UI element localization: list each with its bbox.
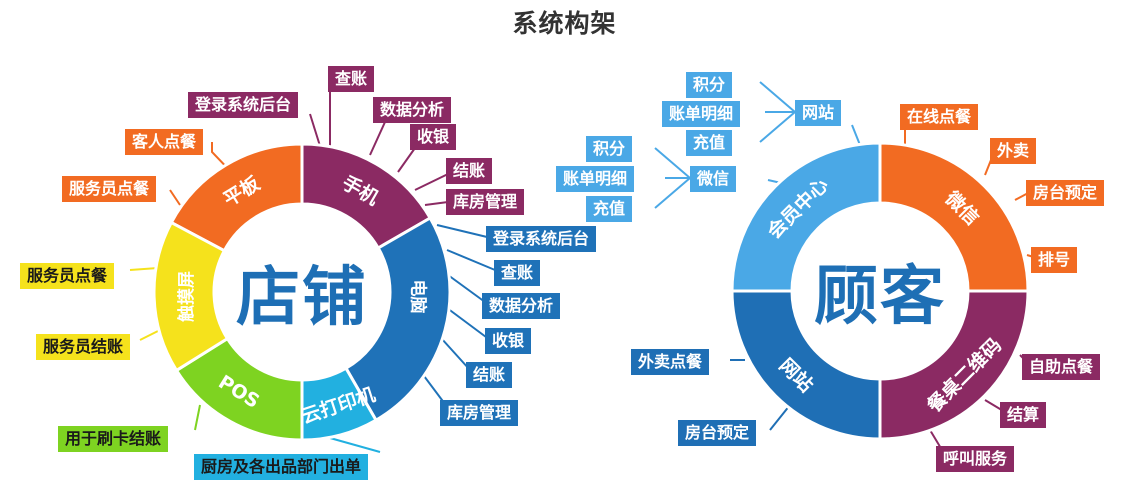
member-wechat-topup: 充值	[586, 196, 633, 222]
member-website-hub: 网站	[795, 100, 842, 126]
wechat-item-room-booking: 房台预定	[1026, 180, 1105, 206]
cloud-item-kitchen-tickets: 厨房及各出品部门出单	[194, 454, 369, 480]
connector-phone-4	[397, 147, 416, 173]
pc-item-cashier: 收银	[485, 328, 532, 354]
connector-mwc-1	[654, 147, 691, 179]
connector-pc-1	[436, 224, 488, 238]
member-wechat-points: 积分	[586, 136, 633, 162]
pc-item-check-account: 查账	[494, 260, 541, 286]
qr-item-settle: 结算	[1000, 402, 1047, 428]
segment-pc	[343, 215, 452, 423]
donut-rings	[152, 141, 1030, 442]
member-website-bill: 账单明细	[662, 101, 741, 127]
phone-item-warehouse: 库房管理	[446, 189, 525, 215]
connector-pos-1	[194, 404, 201, 431]
phone-item-login-backend: 登录系统后台	[188, 92, 299, 118]
connector-touch-2	[139, 329, 161, 341]
qr-item-call-service: 呼叫服务	[936, 446, 1015, 472]
qr-item-self-order: 自助点餐	[1022, 354, 1101, 380]
connector-member-website	[851, 124, 861, 146]
connector-phone-6	[424, 201, 449, 206]
member-wechat-bill: 账单明细	[556, 166, 635, 192]
segment-website	[730, 289, 882, 441]
pc-item-data-analysis: 数据分析	[482, 293, 561, 319]
pc-item-warehouse: 库房管理	[440, 400, 519, 426]
connector-touch-1	[129, 267, 159, 271]
connector-cloud-1	[329, 437, 381, 453]
phone-item-data-analysis: 数据分析	[373, 97, 452, 123]
member-website-topup: 充值	[686, 130, 733, 156]
segment-member-center	[730, 141, 882, 293]
tablet-item-guest-order: 客人点餐	[125, 129, 204, 155]
phone-item-cashier: 收银	[410, 124, 457, 150]
page-title: 系统构架	[512, 9, 617, 38]
connector-tablet-2	[169, 189, 181, 206]
connector-phone-5	[414, 173, 449, 191]
segment-qr	[878, 289, 1030, 441]
segment-touchscreen	[152, 220, 230, 373]
connector-lines	[129, 81, 1038, 456]
wechat-item-takeout: 外卖	[990, 138, 1037, 164]
member-wechat-hub: 微信	[690, 166, 737, 192]
connector-pc-4	[442, 304, 491, 341]
store-center-label: 店铺	[236, 261, 368, 335]
customer-center-label: 顾客	[814, 260, 946, 334]
pos-item-card-settle: 用于刷卡结账	[58, 426, 169, 452]
phone-item-settle: 结账	[446, 158, 493, 184]
connector-phone-2	[309, 113, 321, 147]
connector-pc-2	[446, 249, 496, 271]
touch-item-waiter-settle: 服务员结账	[36, 334, 131, 360]
segment-wechat	[878, 141, 1030, 293]
wechat-item-queue: 排号	[1031, 247, 1078, 273]
connector-site-2	[769, 404, 791, 431]
phone-item-check-account: 查账	[328, 66, 375, 92]
website-item-takeout-order: 外卖点餐	[631, 349, 710, 375]
connector-mw-1	[759, 81, 796, 113]
member-website-points: 积分	[686, 72, 733, 98]
connector-mw-3	[759, 111, 796, 143]
website-item-room-booking: 房台预定	[678, 420, 757, 446]
touch-item-waiter-order: 服务员点餐	[20, 263, 115, 289]
connector-phone-3	[369, 121, 386, 156]
connector-mwc-3	[654, 177, 691, 209]
connector-pc-3	[447, 274, 486, 303]
pc-item-login-backend: 登录系统后台	[486, 226, 597, 252]
segment-label-pc: 电脑	[407, 279, 428, 314]
wechat-item-online-order: 在线点餐	[900, 104, 979, 130]
tablet-item-waiter-order: 服务员点餐	[62, 176, 157, 202]
pc-item-settle: 结账	[466, 362, 513, 388]
segment-label-touchscreen: 触摸屏	[176, 270, 197, 322]
